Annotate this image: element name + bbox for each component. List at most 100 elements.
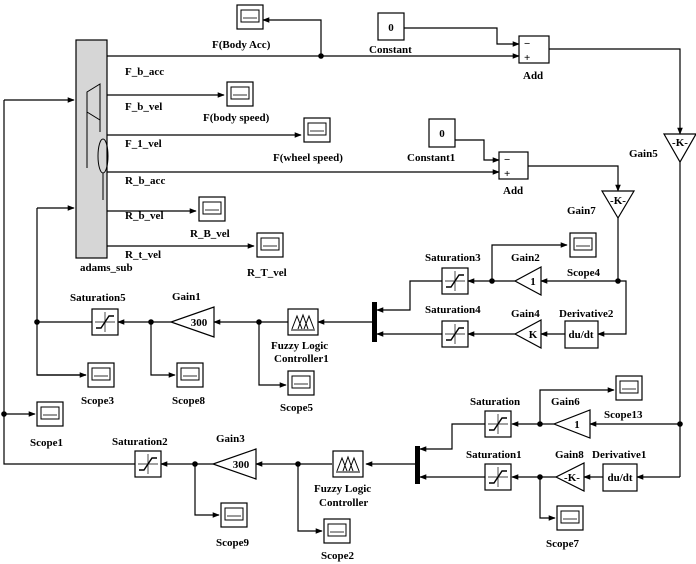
constant1-label: Constant1 (407, 152, 455, 164)
scope13[interactable]: Scope13 (604, 375, 643, 421)
saturation2-block[interactable]: Saturation2 (112, 436, 168, 478)
add1-block[interactable]: − + Add (498, 151, 529, 197)
scope9[interactable]: Scope9 (216, 502, 250, 549)
gain8-label: Gain8 (555, 449, 584, 461)
gain3-label: Gain3 (216, 433, 245, 445)
adams-sub-label: adams_sub (80, 262, 133, 274)
scope8-label: Scope8 (172, 395, 206, 407)
scope-rb-vel-label: R_B_vel (190, 228, 230, 240)
scope-wheel-speed[interactable]: F(wheel speed) (273, 117, 343, 164)
scope-icon (176, 362, 204, 388)
flc-label-line1: Fuzzy Logic (314, 483, 371, 495)
saturation-icon (441, 267, 469, 295)
add-sign-minus: − (524, 38, 530, 50)
gain4-value: K (529, 329, 538, 341)
scope-rt-vel-label: R_T_vel (247, 267, 287, 279)
gain7-block[interactable]: -K- Gain7 (567, 190, 636, 220)
constant-value: 0 (388, 22, 394, 34)
saturation1-label: Saturation1 (466, 449, 522, 461)
saturation-icon (134, 450, 162, 478)
add-sign-plus: + (524, 52, 530, 64)
gain3-value: 300 (233, 459, 250, 471)
saturation-icon (484, 410, 512, 438)
scope9-label: Scope9 (216, 537, 250, 549)
saturation4-block[interactable]: Saturation4 (425, 304, 481, 348)
scope-icon (236, 4, 264, 30)
derivative1-block[interactable]: du/dt Derivative1 (592, 449, 646, 492)
scope-icon (226, 81, 254, 107)
constant-block[interactable]: 0 Constant (369, 12, 412, 56)
mux-bar-upper[interactable] (372, 302, 377, 342)
add-block[interactable]: − + Add (518, 35, 550, 82)
saturation-block[interactable]: Saturation (470, 396, 520, 438)
saturation2-label: Saturation2 (112, 436, 168, 448)
gain6-value: 1 (574, 419, 580, 431)
scope13-label: Scope13 (604, 409, 643, 421)
gain2-value: 1 (530, 276, 536, 288)
scope-body-speed[interactable]: F(body speed) (203, 81, 270, 124)
scope2-label: Scope2 (321, 550, 355, 562)
scope3[interactable]: Scope3 (81, 362, 115, 407)
scope-icon (303, 117, 331, 143)
scope-icon (87, 362, 115, 388)
fuzzy-logic-icon (332, 450, 364, 478)
constant-label: Constant (369, 44, 412, 56)
scope4[interactable]: Scope4 (567, 232, 601, 279)
gain7-label: Gain7 (567, 205, 596, 217)
gain2-label: Gain2 (511, 252, 540, 264)
port-label: R_b_vel (125, 210, 164, 222)
scope-icon (556, 505, 584, 531)
derivative1-label: Derivative1 (592, 449, 646, 461)
scope4-label: Scope4 (567, 267, 601, 279)
scope1[interactable]: Scope1 (30, 401, 64, 449)
scope1-label: Scope1 (30, 437, 63, 449)
scope-icon (615, 375, 643, 401)
gain1-value: 300 (191, 317, 208, 329)
add1-sign-plus: + (504, 168, 510, 180)
adams-sub-ports: F_b_acc F_b_vel F_1_vel R_b_acc R_b_vel … (125, 66, 165, 261)
scope-rt-vel[interactable]: R_T_vel (247, 232, 287, 279)
fuzzy-logic-controller[interactable]: Fuzzy Logic Controller (314, 450, 371, 509)
saturation3-label: Saturation3 (425, 252, 481, 264)
scope-rb-vel[interactable]: R_B_vel (190, 196, 230, 240)
port-label: R_b_acc (125, 175, 165, 187)
port-label: R_t_vel (125, 249, 161, 261)
saturation3-block[interactable]: Saturation3 (425, 252, 481, 295)
scope5[interactable]: Scope5 (280, 370, 315, 414)
port-label: F_1_vel (125, 138, 162, 150)
gain5-block[interactable]: -K- Gain5 (629, 133, 696, 164)
gain1-block[interactable]: 300 Gain1 (169, 291, 215, 338)
scope7[interactable]: Scope7 (546, 505, 584, 550)
gain6-label: Gain6 (551, 396, 580, 408)
gain8-block[interactable]: -K- Gain8 (554, 449, 585, 492)
scope-body-acc[interactable]: F(Body Acc) (212, 4, 271, 51)
scope-icon (220, 502, 248, 528)
mux-bar-lower[interactable] (415, 446, 420, 484)
gain7-value: -K- (610, 195, 626, 207)
saturation-icon (484, 463, 512, 491)
gain3-block[interactable]: 300 Gain3 (211, 433, 257, 480)
port-label: F_b_acc (125, 66, 164, 78)
gain2-block[interactable]: 1 Gain2 (511, 252, 542, 297)
constant1-block[interactable]: 0 Constant1 (407, 118, 456, 164)
gain4-label: Gain4 (511, 308, 540, 320)
saturation5-block[interactable]: Saturation5 (70, 292, 126, 336)
flc1-label-line2: Controller1 (274, 353, 329, 365)
scope7-label: Scope7 (546, 538, 580, 550)
scope-icon (323, 518, 351, 544)
scope-body-speed-label: F(body speed) (203, 112, 270, 124)
scope8[interactable]: Scope8 (172, 362, 206, 407)
derivative1-value: du/dt (607, 472, 632, 484)
gain6-block[interactable]: 1 Gain6 (551, 396, 591, 439)
saturation1-block[interactable]: Saturation1 (466, 449, 522, 491)
gain4-block[interactable]: K Gain4 (511, 308, 542, 350)
gain5-value: -K- (672, 137, 688, 149)
junction-dots (1, 53, 683, 480)
fuzzy-logic-controller1[interactable]: Fuzzy Logic Controller1 (271, 308, 329, 365)
adams-sub-block[interactable]: adams_sub (75, 39, 133, 274)
adams-sub-icon (86, 83, 109, 200)
scope2[interactable]: Scope2 (321, 518, 355, 562)
scope3-label: Scope3 (81, 395, 115, 407)
derivative2-block[interactable]: du/dt Derivative2 (559, 308, 614, 349)
saturation-label: Saturation (470, 396, 520, 408)
